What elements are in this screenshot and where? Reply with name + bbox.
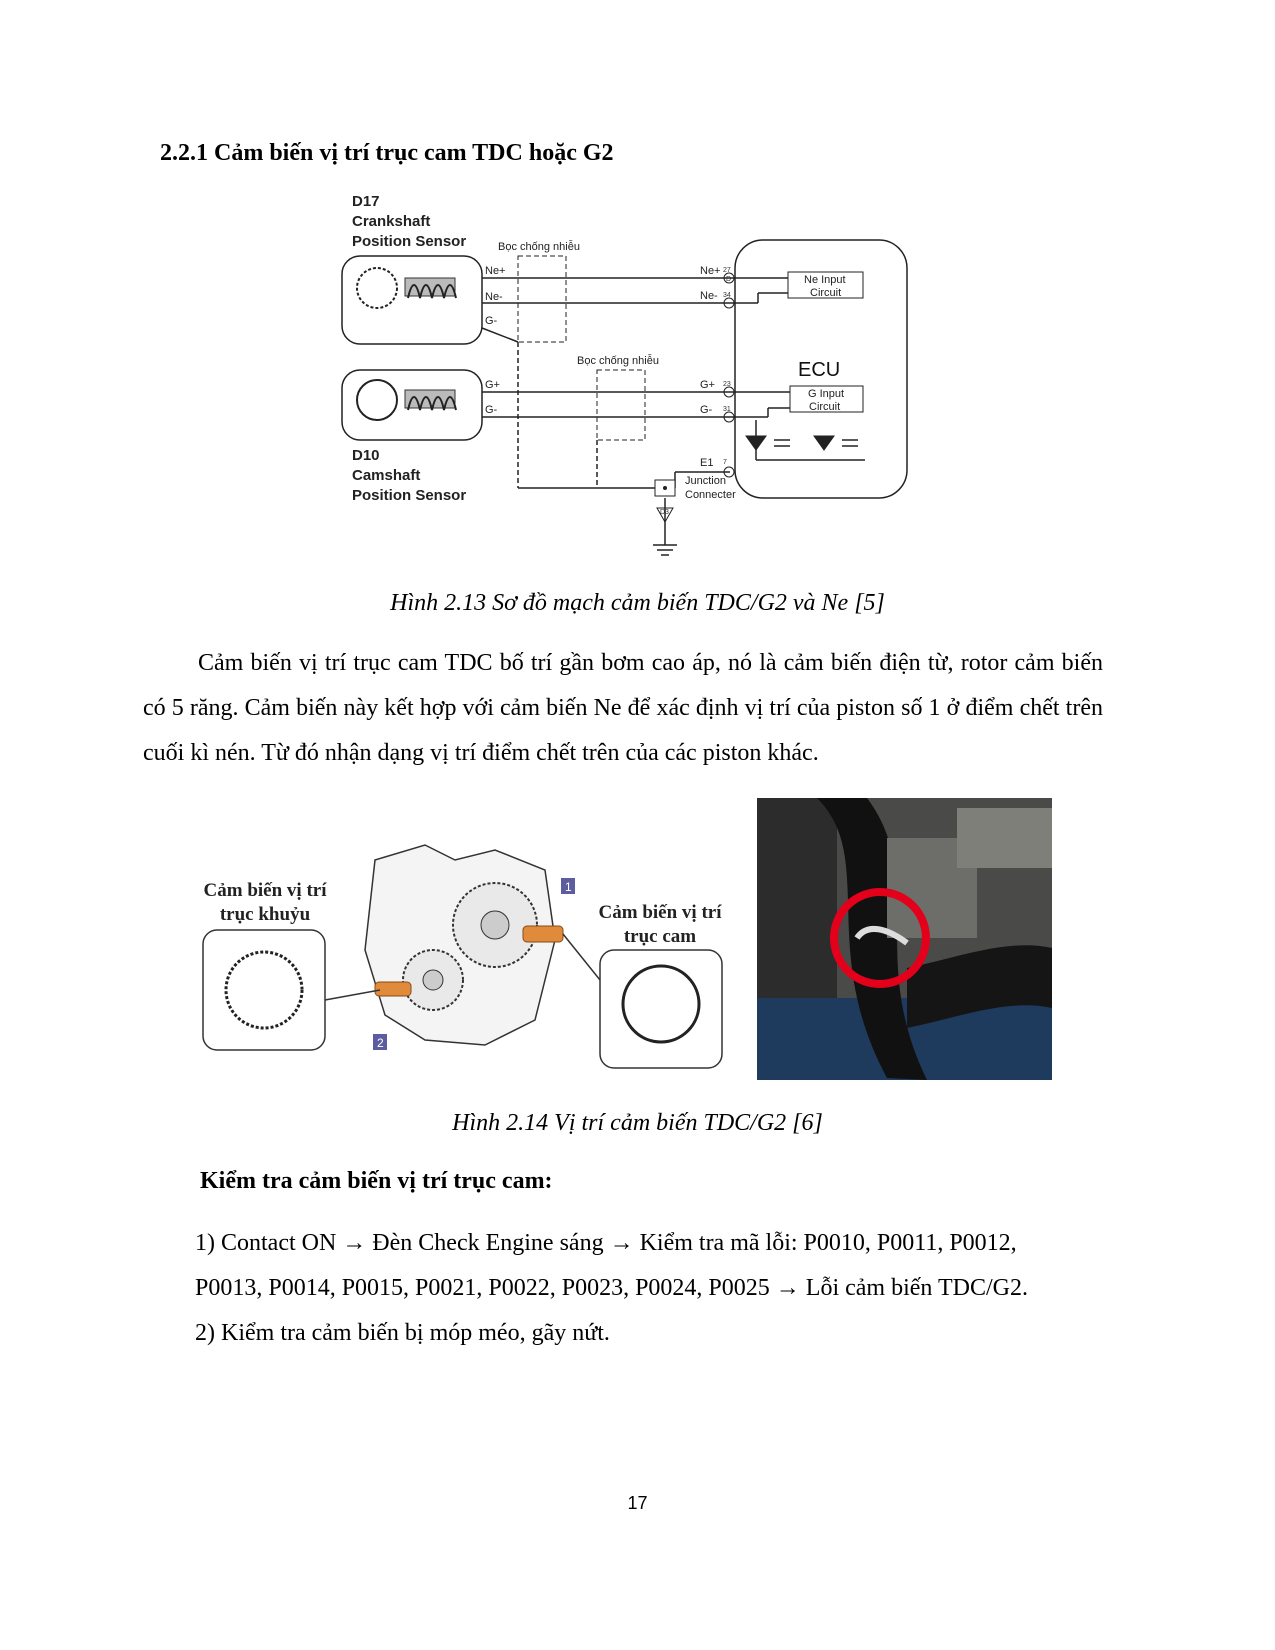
svg-text:G-: G- (485, 315, 498, 327)
engine-illustration: 1 2 Cảm biến vị trí trục khuỷu Cảm biến … (202, 844, 723, 1069)
list-item-1-line2: P0013, P0014, P0015, P0021, P0022, P0023… (195, 1275, 1028, 1301)
cam-position-label2: trục cam (624, 926, 696, 947)
section-heading: 2.2.1 Cảm biến vị trí trục cam TDC hoặc … (160, 140, 614, 166)
highlight-circle (830, 888, 930, 988)
crank-sensor-name1: Crankshaft (352, 213, 430, 230)
svg-text:Circuit: Circuit (809, 401, 840, 413)
svg-text:Ne-: Ne- (485, 291, 503, 303)
svg-text:Ne+: Ne+ (485, 265, 506, 277)
svg-text:Ne+: Ne+ (700, 265, 721, 277)
list-item-2: 2) Kiểm tra cảm biến bị móp méo, gãy nứt… (195, 1320, 610, 1346)
ground-connector (656, 507, 674, 524)
svg-text:Ne-: Ne- (700, 290, 718, 302)
svg-text:Junction: Junction (685, 475, 726, 487)
svg-text:34: 34 (723, 292, 731, 299)
svg-text:23: 23 (723, 381, 731, 388)
svg-text:G-: G- (700, 404, 713, 416)
svg-text:D3: D3 (660, 509, 669, 516)
cam-sensor-icon (522, 925, 564, 943)
svg-text:Circuit: Circuit (810, 287, 841, 299)
svg-text:D: D (726, 276, 731, 283)
svg-text:1: 1 (565, 880, 572, 894)
svg-text:Connecter: Connecter (685, 489, 736, 501)
ne-input-circuit (787, 271, 864, 299)
crank-position-label1: Cảm biến vị trí (204, 880, 328, 901)
cam-sensor-name2: Position Sensor (352, 487, 466, 504)
crank-sensor-id: D17 (352, 193, 380, 210)
circuit-diagram: D17 Crankshaft Position Sensor D10 Camsh… (341, 193, 908, 556)
crank-inset (202, 929, 326, 1051)
crank-rotor-icon (356, 267, 398, 309)
crank-position-label2: trục khuỷu (220, 904, 311, 925)
cam-position-label1: Cảm biến vị trí (599, 902, 723, 923)
cam-rotor-icon (356, 379, 398, 421)
svg-text:7: 7 (723, 459, 727, 466)
crank-sensor-icon (374, 981, 412, 997)
svg-text:27: 27 (723, 267, 731, 274)
ecu-box (734, 239, 908, 499)
cam-sensor-id: D10 (352, 447, 380, 464)
cam-inset (599, 949, 723, 1069)
page-number: 17 (627, 1493, 648, 1513)
g-input-circuit (789, 385, 864, 413)
checklist-heading: Kiểm tra cảm biến vị trí trục cam: (200, 1168, 553, 1194)
crank-rotor-inset-icon (224, 950, 304, 1030)
svg-text:2: 2 (377, 1036, 384, 1050)
svg-text:G Input: G Input (808, 388, 844, 400)
cam-sensor-body (341, 369, 483, 441)
paragraph-text: Cảm biến vị trí trục cam TDC bố trí gần … (143, 650, 1103, 766)
badge-2 (373, 1034, 387, 1050)
svg-text:G+: G+ (700, 379, 715, 391)
cam-sensor-name1: Camshaft (352, 467, 420, 484)
crank-sensor-name2: Position Sensor (352, 233, 466, 250)
crank-sensor-body (341, 255, 483, 345)
cam-rotor-inset-icon (621, 964, 701, 1044)
body-paragraph: Cảm biến vị trí trục cam TDC bố trí gần … (143, 641, 1103, 776)
svg-text:G-: G- (485, 404, 498, 416)
svg-text:Ne Input: Ne Input (804, 274, 846, 286)
badge-1 (561, 878, 575, 894)
svg-text:E1: E1 (700, 457, 713, 469)
shield-label-1: Bọc chống nhiễu (498, 240, 580, 253)
shield-box-2 (596, 369, 646, 441)
figure-caption-2: Hình 2.14 Vị trí cảm biến TDC/G2 [6] (452, 1110, 823, 1136)
svg-text:G+: G+ (485, 379, 500, 391)
shield-box-1 (517, 255, 567, 343)
svg-text:31: 31 (723, 406, 731, 413)
shield-label-2: Bọc chống nhiễu (577, 354, 659, 367)
ecu-label: ECU (798, 359, 840, 381)
figure-caption-1: Hình 2.13 Sơ đồ mạch cảm biến TDC/G2 và … (390, 590, 885, 616)
engine-photo (757, 798, 1052, 1080)
list-item-1-line1: 1) Contact ON → Đèn Check Engine sáng → … (195, 1230, 1017, 1256)
